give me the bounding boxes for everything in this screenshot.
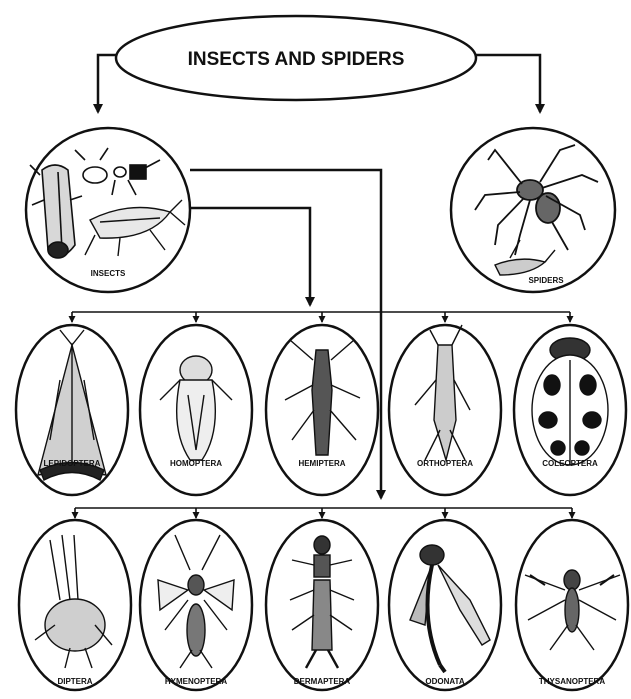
row2-connector: [75, 508, 572, 518]
order-diptera: DIPTERA: [19, 520, 131, 690]
diagram-title: INSECTS AND SPIDERS: [188, 49, 405, 70]
order-hymenoptera: HYMENOPTERA: [140, 520, 252, 690]
order-hemiptera: HEMIPTERA: [266, 325, 378, 495]
order-label: LEPIDOPTERA: [44, 459, 101, 468]
order-dermaptera: DERMAPTERA: [266, 520, 378, 690]
order-label: HYMENOPTERA: [165, 677, 227, 686]
order-homoptera: HOMOPTERA: [140, 325, 252, 495]
order-label: DIPTERA: [57, 677, 92, 686]
order-label: ODONATA: [425, 677, 464, 686]
spiders-node: SPIDERS: [451, 128, 615, 292]
order-label: COLEOPTERA: [542, 459, 598, 468]
spiders-label: SPIDERS: [528, 276, 564, 285]
order-coleoptera: COLEOPTERA: [514, 325, 626, 495]
order-odonata: ODONATA: [389, 520, 501, 690]
order-label: HOMOPTERA: [170, 459, 222, 468]
insects-node: INSECTS: [26, 128, 190, 292]
order-thysanoptera: THYSANOPTERA: [516, 520, 628, 690]
order-label: DERMAPTERA: [294, 677, 351, 686]
row1-connector: [72, 312, 570, 322]
order-orthoptera: ORTHOPTERA: [389, 325, 501, 495]
insects-label: INSECTS: [91, 269, 126, 278]
order-label: ORTHOPTERA: [417, 459, 473, 468]
order-lepidoptera: LEPIDOPTERA: [16, 325, 128, 495]
order-label: HEMIPTERA: [298, 459, 345, 468]
order-label: THYSANOPTERA: [539, 677, 605, 686]
